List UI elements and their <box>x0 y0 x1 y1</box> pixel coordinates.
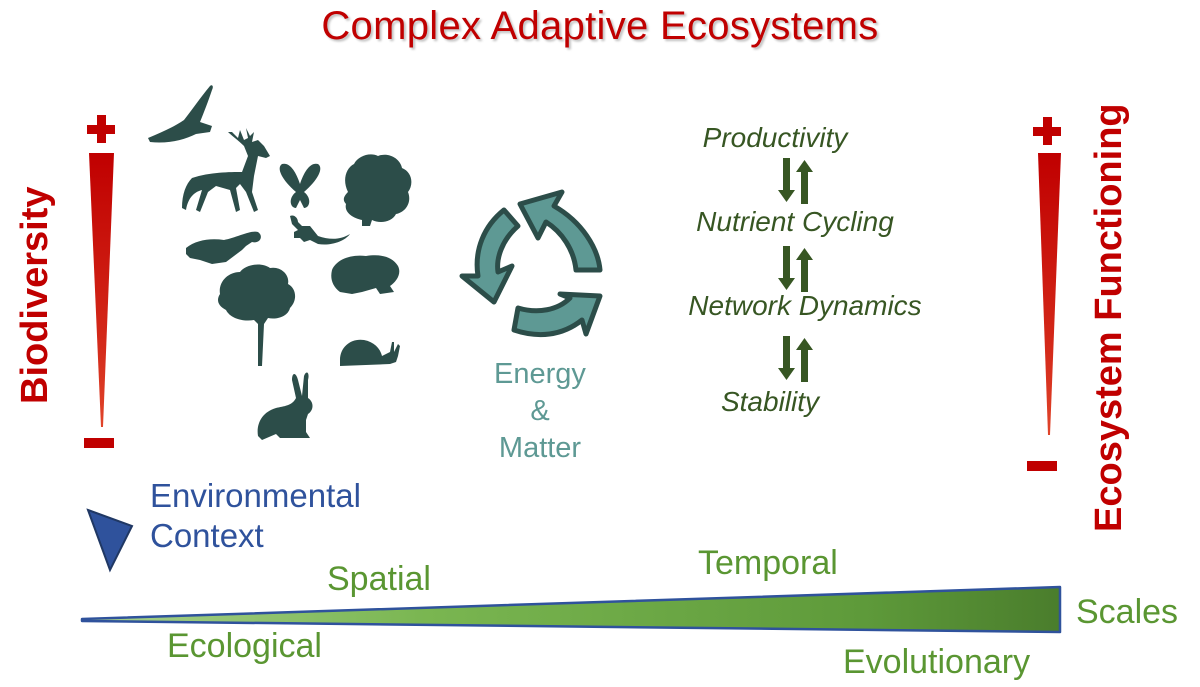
butterfly-icon <box>279 163 321 208</box>
biodiversity-label: Biodiversity <box>14 186 56 404</box>
eagle-icon <box>148 85 213 143</box>
function-stability: Stability <box>720 386 820 417</box>
ampersand-label: & <box>530 395 550 427</box>
function-network-dynamics: Network Dynamics <box>688 290 922 321</box>
scorpion-icon <box>186 231 261 264</box>
biodiversity-plus-icon <box>87 115 115 143</box>
toad-icon <box>331 255 400 294</box>
lizard-icon <box>290 215 350 245</box>
diagram-title: Complex Adaptive Ecosystems <box>321 4 879 48</box>
bidirectional-arrows-2-icon <box>778 246 813 292</box>
energy-matter-label: Energy & Matter <box>480 356 600 467</box>
function-productivity: Productivity <box>702 122 848 153</box>
function-nutrient-cycling: Nutrient Cycling <box>696 206 894 237</box>
shrub-icon <box>343 154 412 226</box>
ecosystem-functioning-label: Ecosystem Functioning <box>1088 103 1130 532</box>
scale-evolutionary-label: Evolutionary <box>843 643 1031 681</box>
environmental-context-label: Environmental Context <box>150 476 361 556</box>
matter-label: Matter <box>498 432 582 464</box>
scale-temporal-label: Temporal <box>698 544 838 582</box>
triangle-down-icon <box>86 508 134 573</box>
organism-silhouettes <box>148 85 412 440</box>
scales-label: Scales <box>1076 593 1179 631</box>
biodiversity-minus-icon <box>84 438 114 448</box>
bidirectional-arrows-3-icon <box>778 336 813 382</box>
rabbit-icon <box>257 372 313 440</box>
energy-label: Energy <box>494 358 586 390</box>
functioning-minus-icon <box>1027 461 1057 471</box>
functioning-plus-icon <box>1033 117 1061 145</box>
scale-spatial-label: Spatial <box>327 560 431 598</box>
context-label: Context <box>150 517 264 554</box>
cycle-arrows-icon <box>459 189 603 338</box>
scale-ecological-label: Ecological <box>167 627 322 665</box>
bidirectional-arrows-1-icon <box>778 158 813 204</box>
biodiversity-wedge <box>89 153 114 427</box>
scales-wedge <box>80 585 1062 634</box>
snail-icon <box>340 339 400 366</box>
deer-icon <box>182 128 270 212</box>
functioning-wedge <box>1038 153 1061 435</box>
tree-icon <box>218 264 296 366</box>
environmental-label: Environmental <box>150 477 361 514</box>
